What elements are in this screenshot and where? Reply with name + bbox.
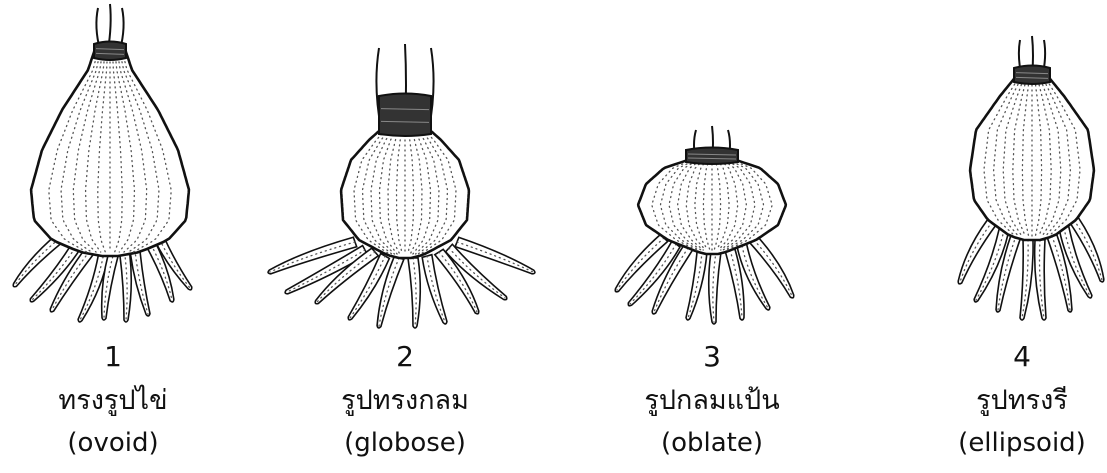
bulb-2-thai-name: รูปทรงกลม — [275, 387, 535, 414]
bulb-neck-tunic — [1014, 66, 1050, 85]
bulb-1-thai-name: ทรงรูปไข่ — [0, 387, 243, 414]
bulb-4-number: 4 — [892, 343, 1107, 371]
bulb-4-caption: 4 รูปทรงรี (ellipsoid) — [892, 343, 1107, 456]
bulb-4-english-name: (ellipsoid) — [892, 430, 1107, 456]
globose-bulb-illustration — [268, 44, 535, 328]
bulb-neck-tunic — [94, 42, 126, 61]
bulb-neck-tunic — [379, 94, 431, 137]
ovoid-bulb-illustration — [13, 4, 192, 322]
bulb-3-caption: 3 รูปกลมแป้น (oblate) — [582, 343, 842, 456]
bulb-1-english-name: (ovoid) — [0, 430, 243, 456]
oblate-bulb-illustration — [615, 126, 793, 324]
bulb-3-english-name: (oblate) — [582, 430, 842, 456]
bulb-1-number: 1 — [0, 343, 243, 371]
bulb-4-thai-name: รูปทรงรี — [892, 387, 1107, 414]
root — [686, 251, 707, 320]
bulb-3-number: 3 — [582, 343, 842, 371]
bulb-2-english-name: (globose) — [275, 430, 535, 456]
bulb-3-thai-name: รูปกลมแป้น — [582, 387, 842, 414]
bulb-1-caption: 1 ทรงรูปไข่ (ovoid) — [0, 343, 243, 456]
bulb-2-number: 2 — [275, 343, 535, 371]
ellipsoid-bulb-illustration — [958, 36, 1104, 320]
bulb-neck-tunic — [686, 148, 738, 165]
bulb-2-caption: 2 รูปทรงกลม (globose) — [275, 343, 535, 456]
